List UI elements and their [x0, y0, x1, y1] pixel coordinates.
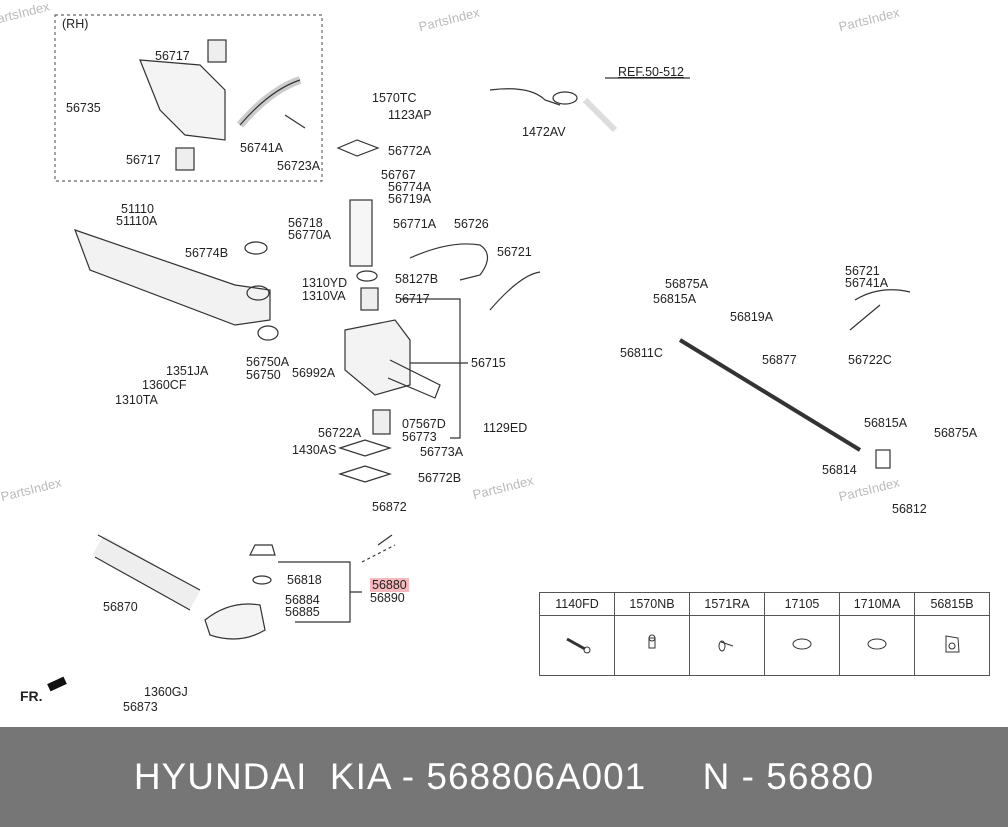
part-label[interactable]: 1310VA	[302, 289, 346, 303]
screw-icon	[718, 640, 734, 652]
part-label[interactable]: 56719A	[388, 192, 432, 206]
tie-rod-end	[204, 603, 266, 640]
table-header-cell[interactable]: 56815B	[914, 592, 990, 616]
part-label[interactable]: 1472AV	[522, 125, 566, 139]
bolt-icon	[566, 637, 591, 654]
part-label[interactable]: 56992A	[292, 366, 336, 380]
part-label[interactable]: 56723A	[277, 159, 321, 173]
table-header-cell[interactable]: 1140FD	[539, 592, 615, 616]
knuckle-rh	[139, 59, 226, 141]
part-label[interactable]: 1351JA	[166, 364, 209, 378]
ref-label[interactable]: REF.50-512	[618, 65, 685, 79]
part-label[interactable]: 1360GJ	[144, 685, 188, 699]
part-label[interactable]: 56741A	[845, 276, 889, 290]
part-label[interactable]: 56875A	[665, 277, 709, 291]
part-label[interactable]: 56721	[497, 245, 532, 259]
table-header-cell[interactable]: 1710MA	[839, 592, 915, 616]
part-label[interactable]: 56890	[370, 591, 405, 605]
part-label[interactable]: 56870	[103, 600, 138, 614]
part-label[interactable]: 56717	[126, 153, 161, 167]
part-label[interactable]: 56773A	[420, 445, 464, 459]
part-label[interactable]: 56818	[287, 573, 322, 587]
part-label[interactable]: 51110A	[116, 214, 158, 228]
rh-detail-box	[54, 14, 323, 182]
part-label-highlighted[interactable]: 56880	[370, 578, 409, 592]
part-label[interactable]: 56811C	[620, 346, 663, 360]
part-label[interactable]: 56819A	[730, 310, 774, 324]
king-pin	[349, 199, 373, 267]
part-label[interactable]: 56774A	[388, 180, 432, 194]
table-icon-cell[interactable]	[839, 615, 915, 676]
part-label[interactable]: 56812	[892, 502, 927, 516]
part-label[interactable]: 56877	[762, 353, 797, 367]
part-label[interactable]: 56815A	[653, 292, 697, 306]
part-label[interactable]: 56814	[822, 463, 857, 477]
part-label[interactable]: 56885	[285, 605, 320, 619]
part-label[interactable]: 1310YD	[302, 276, 348, 290]
table-header-cell[interactable]: 1570NB	[614, 592, 690, 616]
table-icon-cell[interactable]	[539, 615, 615, 676]
ring-icon	[867, 638, 887, 650]
rh-label: (RH)	[62, 17, 89, 31]
part-label[interactable]: 56717	[155, 49, 190, 63]
part-label[interactable]: 1430AS	[292, 443, 337, 457]
front-indicator: FR.	[20, 688, 43, 704]
table-header-cell[interactable]: 17105	[764, 592, 840, 616]
part-label[interactable]: 56741A	[240, 141, 284, 155]
part-label[interactable]: 56715	[471, 356, 506, 370]
table-icon-cell[interactable]	[914, 615, 990, 676]
part-label[interactable]: 56750A	[246, 355, 290, 369]
part-label[interactable]: 56773	[402, 430, 437, 444]
part-label[interactable]: 56815A	[864, 416, 908, 430]
part-label[interactable]: 56750	[246, 368, 281, 382]
part-label[interactable]: 56884	[285, 593, 320, 607]
part-label[interactable]: 56875A	[934, 426, 978, 440]
part-label[interactable]: 56770A	[288, 228, 332, 242]
part-label[interactable]: 56726	[454, 217, 489, 231]
part-label[interactable]: 56722A	[318, 426, 362, 440]
table-icon-cell[interactable]	[764, 615, 840, 676]
diagram-artwork	[54, 14, 911, 640]
part-label[interactable]: 56774B	[185, 246, 229, 260]
part-label[interactable]: 58127B	[395, 272, 439, 286]
part-label[interactable]: 56717	[395, 292, 430, 306]
part-label[interactable]: 56772B	[418, 471, 462, 485]
part-label[interactable]: 56722C	[848, 353, 892, 367]
part-label[interactable]: 56872	[372, 500, 407, 514]
part-label[interactable]: 56721	[845, 264, 880, 278]
part-label[interactable]: 56767	[381, 168, 416, 182]
table-header-cell[interactable]: 1571RA	[689, 592, 765, 616]
part-label[interactable]: 56873	[123, 700, 158, 714]
steering-knuckle	[344, 319, 411, 396]
part-label[interactable]: 1310TA	[115, 393, 158, 407]
part-label[interactable]: 1570TC	[372, 91, 417, 105]
part-label[interactable]: 1123AP	[388, 108, 432, 122]
part-label[interactable]: 56718	[288, 216, 323, 230]
part-label[interactable]: 51110	[121, 202, 154, 216]
part-label[interactable]: 56735	[66, 101, 101, 115]
nipple-icon	[648, 634, 656, 649]
part-label[interactable]: 1360CF	[142, 378, 187, 392]
ring-icon	[792, 638, 812, 650]
table-icon-cell[interactable]	[614, 615, 690, 676]
table-icon-cell[interactable]	[689, 615, 765, 676]
part-label[interactable]: 56772A	[388, 144, 432, 158]
axle-beam	[73, 229, 271, 326]
part-label[interactable]: 07567D	[402, 417, 446, 431]
bushing-icon	[945, 635, 960, 653]
footer-part-number: HYUNDAI KIA - 568806A001 N - 56880	[0, 727, 1008, 827]
part-label[interactable]: 56771A	[393, 217, 437, 231]
part-label[interactable]: 1129ED	[483, 421, 528, 435]
